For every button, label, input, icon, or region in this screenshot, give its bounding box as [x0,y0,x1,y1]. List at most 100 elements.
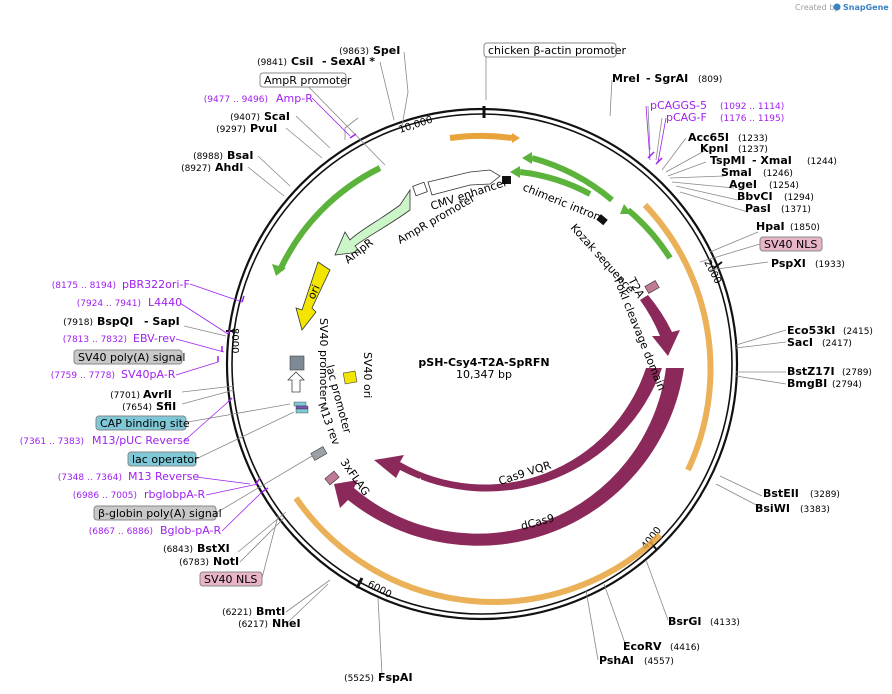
site-pos-sfii: (7654) [122,403,152,413]
site-pasi: PasI [745,202,771,215]
site-pos-crei: (809) [698,75,722,85]
backbone-outer-ring [225,107,739,621]
site-pos-bstz17i: (2789) [842,368,872,378]
primer-ebv-rev: EBV-rev [133,332,176,345]
label-chicken-actin: chicken β-actin promoter [488,44,626,57]
orange-arc-right [642,202,714,472]
label-beta-globin: β-globin poly(A) signal [98,507,222,520]
primer-m13-reverse: M13 Reverse [128,470,199,483]
site-pos-scai: (9407) [230,113,260,123]
ori-arrow [295,261,331,331]
site-nhei: NheI [272,617,301,630]
tick-mark-2000 [713,261,723,269]
primer-pos-bglob-pa-r: (6867 .. 6886) [89,527,153,537]
site-scai: ScaI [264,110,290,123]
site-saci: SacI [787,336,813,349]
box-sv40-nls-left [199,571,263,587]
site-pos-ahdi: (8927) [181,164,211,174]
site-tspmi: TspMI [710,154,746,167]
primer-pos-rbglobpa-r: (6986 .. 7005) [73,491,137,501]
sites-top-group: (9863) SpeI (9841) CsiI - SexAI * (9407)… [181,44,400,174]
site-eco53ki: Eco53kI [787,324,835,337]
site-acc65i: Acc65I [688,131,729,144]
site-sfii: SfiI [156,400,176,413]
site-bstz17i: BstZ17I [787,365,835,378]
site-pos-bsai: (8988) [193,152,223,162]
primers-group: (9477 .. 9496) Amp-R pCAGGS-5 (1092 .. 1… [20,92,785,537]
plasmid-length: 10,347 bp [456,368,512,381]
primer-pos-amp-r: (9477 .. 9496) [204,95,268,105]
primer-m13puc-reverse: M13/pUC Reverse [92,434,190,447]
site-pos-pshai: (4557) [644,657,674,667]
boxed-features: chicken β-actin promoter AmpR promoter S… [73,42,823,587]
plasmid-name: pSH-Csy4-T2A-SpRFN [418,356,549,369]
site-pspxi: PspXI [771,257,806,270]
site-ecorv: EcoRV [623,640,662,653]
label-sv40-nls-left: SV40 NLS [204,573,257,586]
primer-pcaggs-5: pCAGGS-5 [650,99,707,112]
site-xmai: - XmaI [752,154,792,167]
label-sv40-polya: SV40 poly(A) signal [78,351,185,364]
label-sv40-ori: SV40 ori [361,352,374,398]
site-avrii: AvrII [143,388,172,401]
primer-rbglobpa-r: rbglobpA-R [144,488,205,501]
site-ahdi: AhdI [215,161,243,174]
site-sapi: - SapI [144,315,180,328]
green-arc-left-arrow [272,264,286,276]
site-pos-bsiwi: (3383) [800,505,830,515]
primer-pos-l4440: (7924 .. 7941) [77,299,141,309]
primer-pos-sv40pa-r: (7759 .. 7778) [51,371,115,381]
site-noti: NotI [213,555,239,568]
box-chicken-actin [483,42,617,58]
cap-site-block [293,401,307,407]
cas9-vqr-dash-2 [419,477,427,493]
green-arc-3-arrow [620,204,632,214]
ampr-arrow [334,188,411,256]
site-agei: AgeI [729,178,757,191]
sv40-promoter-arrow [287,371,305,393]
cmv-enhancer-arrow [427,169,501,196]
site-crei: MreI [612,72,640,85]
site-csii: CsiI [291,55,313,68]
site-pos-bspqi: (7918) [63,318,93,328]
primer-amp-r: Amp-R [276,92,313,105]
site-pos-eco53ki: (2415) [843,327,873,337]
leader-lines [181,51,787,676]
created-by-text: Created by [795,3,839,12]
site-pos-avrii: (7701) [110,391,140,401]
site-pos-bmgbi: (2794) [832,380,862,390]
backbone-inner-ring [231,113,733,615]
site-bsai: BsaI [227,149,253,162]
primer-pos-pcag-f: (1176 .. 1195) [720,114,784,124]
green-arc-2-arrow [510,166,520,178]
site-pos-bsrgi: (4133) [710,618,740,628]
box-sv40-nls-right [759,236,823,252]
box-ampr-promoter [259,72,347,88]
site-pos-bbvci: (1294) [784,193,814,203]
orange-arc-bottom [293,496,663,605]
site-smai: SmaI [721,166,752,179]
site-pos-pspxi: (1933) [815,260,845,270]
primer-pbr322ori-f: pBR322ori-F [122,278,190,291]
sv40-pa-block [289,355,305,371]
site-pos-pvui: (9297) [216,125,246,135]
site-pshai: PshAI [599,654,634,667]
lac-operator-block [295,408,309,414]
site-hpai: HpaI [756,220,785,233]
site-pos-bmti: (6221) [222,608,252,618]
primer-l4440: L4440 [148,296,182,309]
site-pos-hpai: (1850) [790,223,820,233]
site-pos-nhei: (6217) [238,620,268,630]
site-pos-ecorv: (4416) [670,643,700,653]
site-bsteii: BstEII [763,487,799,500]
primer-pos-m13puc: (7361 .. 7383) [20,437,84,447]
site-pvui: PvuI [250,122,277,135]
site-bmti: BmtI [256,605,285,618]
green-arc-3 [626,207,673,260]
site-bbvci: BbvCI [737,190,773,203]
primer-leader-lines [175,97,667,532]
site-pos-bstxi: (6843) [163,545,193,555]
primer-pos-ebv-rev: (7813 .. 7832) [63,335,127,345]
backbone [225,107,739,621]
